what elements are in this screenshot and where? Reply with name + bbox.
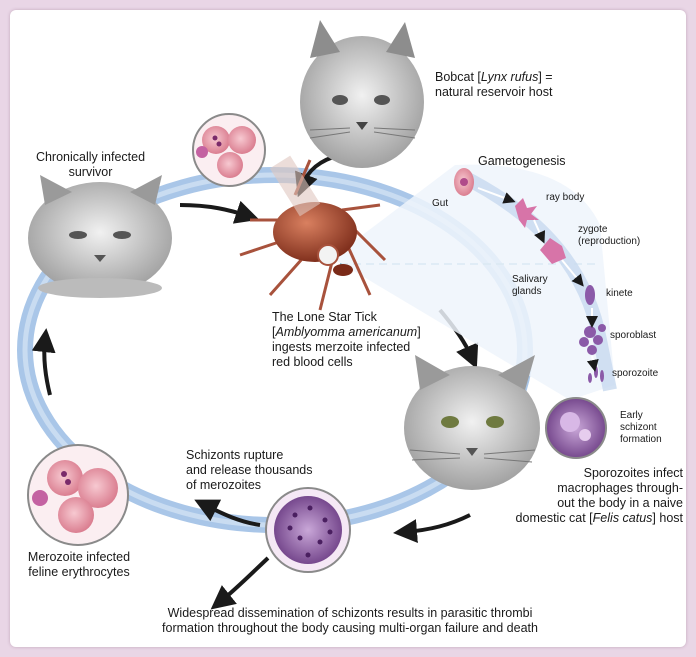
bottom-caption: Widespread dissemination of schizonts re… — [162, 606, 538, 635]
arrow-merozoite-to-survivor — [31, 328, 56, 396]
domestic-cat-image — [404, 355, 540, 490]
salivary-glands-label: Salivary glands — [512, 274, 548, 297]
sporozoite-label: sporozoite — [612, 368, 659, 379]
gametogenesis-wedge — [332, 164, 615, 400]
survivor-cat-image — [28, 175, 172, 298]
arrow-cat-to-schizont — [393, 513, 471, 544]
schizont-rupture-label: Schizonts rupture and release thousands … — [186, 448, 313, 492]
zygote-label: zygote (reproduction) — [578, 224, 641, 247]
arrow-to-death — [210, 556, 270, 610]
diagram-panel: Bobcat [Lynx rufus] = natural reservoir … — [10, 10, 686, 647]
zygote-shape — [540, 238, 566, 264]
bobcat-label: Bobcat [Lynx rufus] = natural reservoir … — [435, 70, 553, 99]
bobcat-image — [300, 20, 424, 168]
gametogenesis-stages — [454, 168, 606, 383]
early-schizont-label: Early schizont formation — [620, 410, 662, 445]
early-schizont-inset — [545, 397, 607, 459]
ray-body-label: ray body — [546, 192, 585, 203]
schizont-inset — [265, 487, 351, 573]
gametogenesis-label: Gametogenesis — [478, 154, 566, 168]
merozoite-rbc-inset — [27, 444, 129, 546]
survivor-label: Chronically infected survivor — [35, 150, 146, 179]
sporoblast-label: sporoblast — [610, 330, 657, 341]
merozoite-label: Merozoite infected feline erythrocytes — [27, 550, 131, 579]
ray-body-shape — [515, 198, 539, 228]
sporoblast-shape — [579, 324, 606, 355]
tick-label: The Lone Star Tick [Amblyomma americanum… — [272, 310, 421, 369]
sporozoites-infect-label: Sporozoites infect macrophages through- … — [515, 466, 683, 525]
arrow-survivor-to-tick — [179, 200, 260, 224]
tick-rbc-inset — [192, 113, 321, 217]
life-cycle-art — [17, 20, 617, 610]
arrow-schizont-to-merozoite — [194, 499, 261, 527]
gut-label: Gut — [432, 198, 449, 209]
gametogenesis-arrows — [477, 187, 599, 372]
kinete-shape — [585, 285, 595, 305]
kinete-label: kinete — [606, 288, 633, 299]
